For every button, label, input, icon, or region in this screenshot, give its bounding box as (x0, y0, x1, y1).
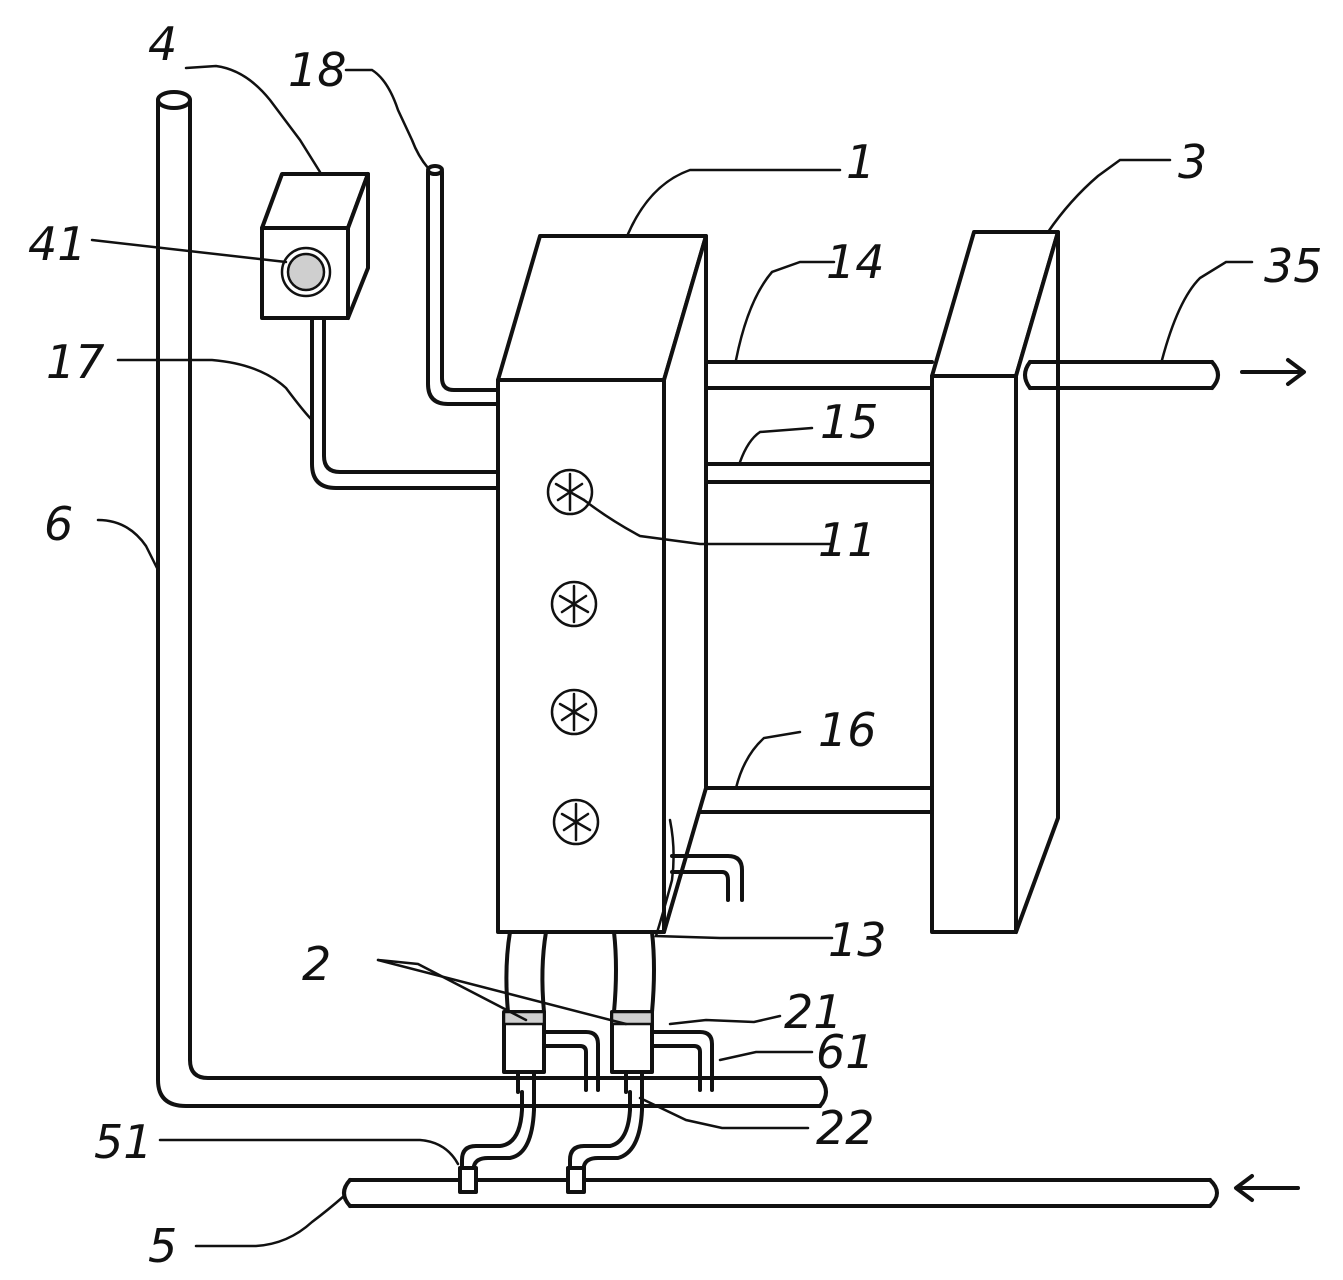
label-1: 1 (846, 135, 875, 189)
gauge-11d (552, 798, 600, 846)
label-3: 3 (1178, 135, 1207, 189)
label-2: 2 (302, 937, 331, 991)
unit-3 (930, 230, 1060, 934)
label-18: 18 (288, 43, 347, 97)
unit-4 (260, 172, 370, 320)
pipe-5 (342, 1178, 1219, 1208)
pipe-18 (426, 164, 498, 406)
pipe-17 (310, 316, 498, 490)
label-41: 41 (28, 217, 87, 271)
label-22: 22 (816, 1101, 875, 1155)
pipe-15 (678, 462, 934, 484)
label-61: 61 (816, 1025, 875, 1079)
gauge-11a (546, 468, 594, 516)
leader-lines (90, 64, 1254, 1248)
label-35: 35 (1264, 239, 1323, 293)
gauge-11c (550, 688, 598, 736)
branch-pipes-51 (458, 1090, 644, 1194)
label-14: 14 (826, 235, 885, 289)
drain-spout (670, 854, 744, 902)
gauges-11 (546, 468, 600, 846)
label-17: 17 (46, 335, 105, 389)
reference-labels: 4 18 1 3 14 35 41 17 15 6 11 16 13 2 21 … (28, 17, 1323, 1273)
label-16: 16 (818, 703, 877, 757)
valve-2a (502, 1010, 600, 1094)
gauge-11b (550, 580, 598, 628)
outlet-arrow (1240, 358, 1306, 386)
label-51: 51 (94, 1115, 153, 1169)
unit-1 (496, 234, 708, 934)
pipe-14 (672, 360, 934, 390)
label-21: 21 (784, 985, 843, 1039)
pipes-13 (504, 930, 656, 1014)
pipe-35 (1023, 360, 1220, 390)
valve-2b (610, 1010, 714, 1094)
pipe-6 (156, 90, 828, 1108)
label-15: 15 (820, 395, 879, 449)
label-6: 6 (44, 497, 73, 551)
label-11: 11 (818, 513, 877, 567)
label-4: 4 (148, 17, 177, 71)
label-13: 13 (828, 913, 887, 967)
pipe-16 (676, 786, 934, 814)
label-5: 5 (148, 1219, 177, 1273)
inlet-arrow (1234, 1174, 1300, 1202)
